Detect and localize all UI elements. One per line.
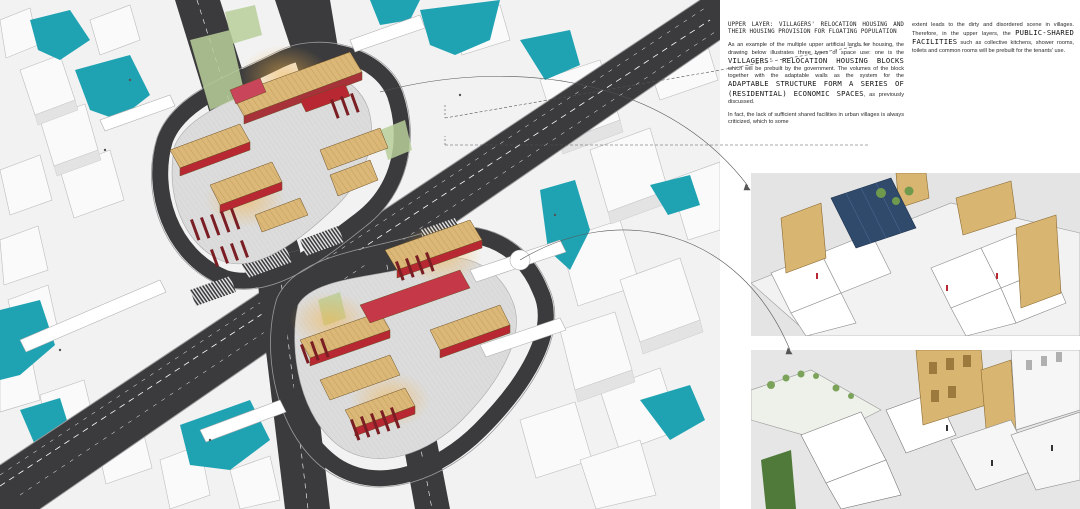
description-column-2: extent leads to the dirty and disordered… <box>912 22 1074 61</box>
highlight-relocation-blocks: VILLAGERS' RELOCATION HOUSING BLOCKS <box>728 55 904 65</box>
axonometric-site-plan <box>0 0 720 509</box>
highlight-public-facilities: PUBLIC-SHARED FACILITIES <box>912 28 1074 47</box>
paragraph-3: extent leads to the dirty and disordered… <box>912 22 1074 55</box>
description-column-1: UPPER LAYER: VILLAGERS' RELOCATION HOUSI… <box>728 22 904 132</box>
section-heading: UPPER LAYER: VILLAGERS' RELOCATION HOUSI… <box>728 22 904 36</box>
inset-shared-facilities-detail <box>751 350 1080 509</box>
inset-1-drawing <box>751 173 1080 336</box>
paragraph-3-part-b: such as collective kitchens, shower room… <box>912 40 1074 54</box>
round-plaza <box>509 249 531 271</box>
housing-blocks-south <box>299 219 511 437</box>
paragraph-2: In fact, the lack of sufficient shared f… <box>728 112 904 126</box>
paragraph-1-part-b: which will be prebuilt by the government… <box>728 66 904 80</box>
paragraph-3-part-a: extent leads to the dirty and disordered… <box>912 22 1074 38</box>
green-wall <box>761 450 796 509</box>
paragraph-1: As an example of the multiple upper arti… <box>728 42 904 106</box>
inset-2-drawing <box>751 350 1080 509</box>
red-partition-walls-south <box>300 251 435 441</box>
paragraph-1-part-a: As an example of the multiple upper arti… <box>728 42 904 56</box>
inset-housing-unit-detail <box>751 173 1080 336</box>
red-partition-walls-north <box>190 92 360 267</box>
housing-blocks-north <box>169 51 389 233</box>
